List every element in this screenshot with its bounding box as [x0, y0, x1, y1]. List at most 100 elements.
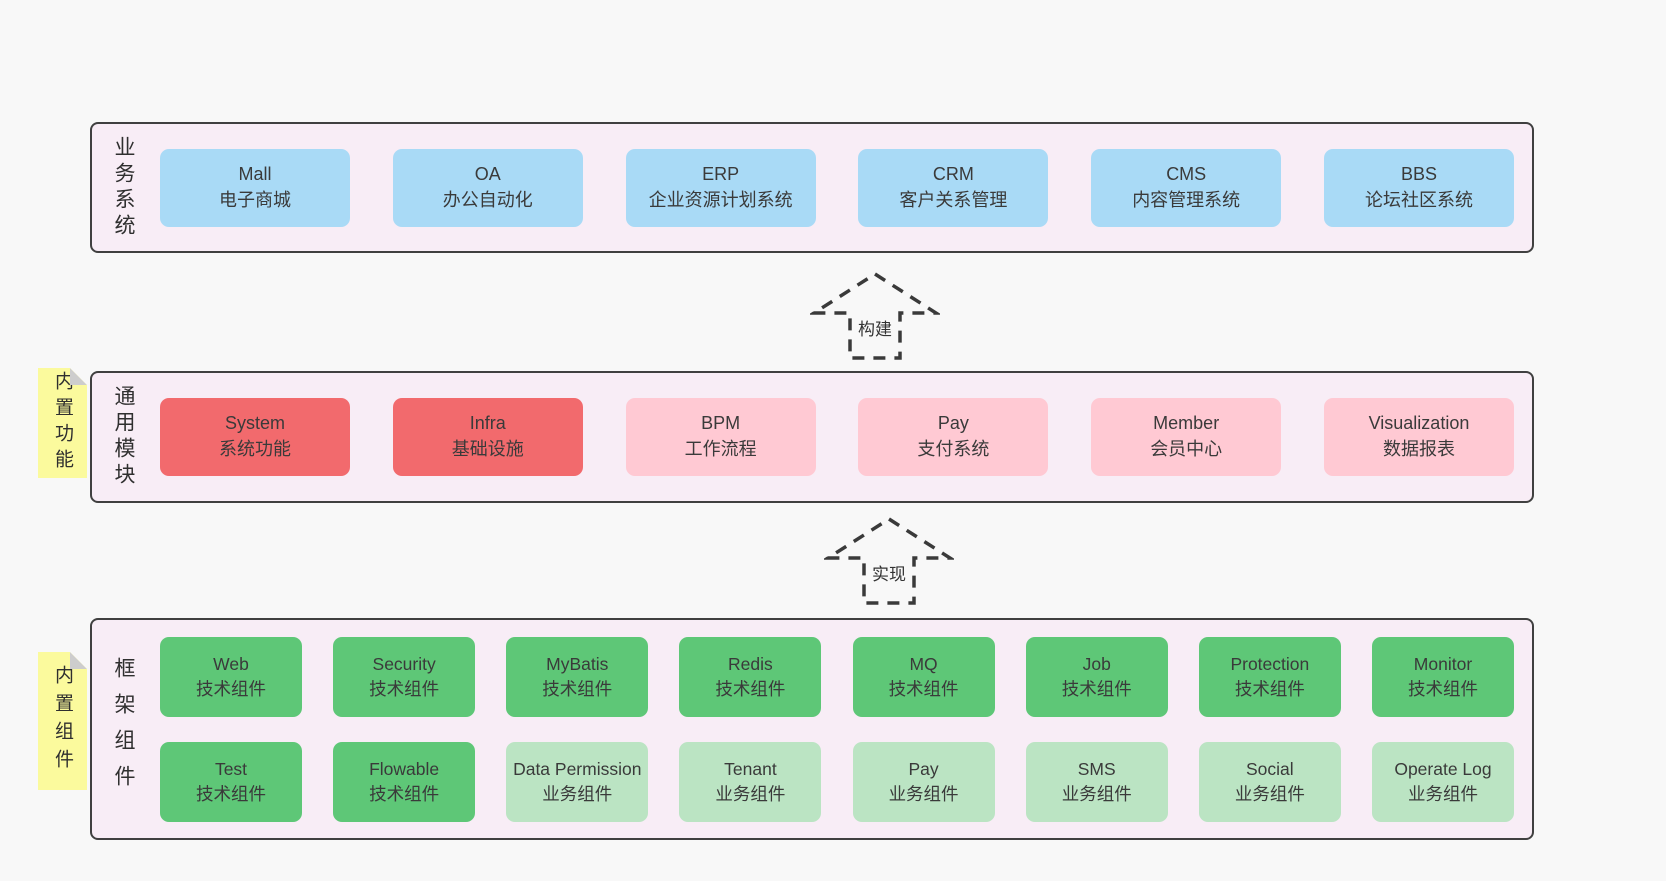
- sticky-note-framework-components: 内置组件: [38, 652, 87, 790]
- box-title: BBS: [1400, 163, 1437, 184]
- box-title: SMS: [1077, 758, 1116, 779]
- sticky-note-label: 内置功能: [52, 371, 73, 475]
- box-subtitle: 办公自动化: [442, 189, 533, 210]
- arrow-label: 构建: [858, 320, 892, 339]
- module-box-oa: OA 办公自动化: [392, 148, 583, 227]
- box-subtitle: 技术组件: [542, 678, 613, 699]
- module-box-erp: ERP 企业资源计划系统: [625, 148, 816, 227]
- module-box-test: Test 技术组件: [160, 741, 302, 822]
- box-subtitle: 业务组件: [542, 783, 613, 804]
- module-box-crm: CRM 客户关系管理: [858, 148, 1049, 227]
- box-title: OA: [474, 163, 501, 184]
- box-title: Tenant: [724, 758, 777, 779]
- box-title: CMS: [1166, 163, 1207, 184]
- module-box-cms: CMS 内容管理系统: [1091, 148, 1282, 227]
- sticky-note-common-modules: 内置功能: [38, 368, 87, 478]
- box-title: Protection: [1230, 653, 1310, 674]
- box-title: MyBatis: [546, 653, 609, 674]
- box-subtitle: 技术组件: [1061, 678, 1132, 699]
- box-subtitle: 系统功能: [219, 439, 291, 459]
- box-subtitle: 技术组件: [1407, 678, 1478, 699]
- box-subtitle: 论坛社区系统: [1364, 189, 1473, 210]
- box-subtitle: 基础设施: [451, 439, 524, 459]
- box-row: System 系统功能 Infra 基础设施 BPM 工作流程 Pay 支付系统 Member 会…: [160, 398, 1514, 476]
- box-title: Flowable: [369, 758, 440, 779]
- module-box-job: Job 技术组件: [1025, 636, 1168, 717]
- box-subtitle: 支付系统: [917, 439, 990, 459]
- box-subtitle: 技术组件: [369, 678, 440, 699]
- module-box-operate-log: Operate Log 业务组件: [1371, 741, 1514, 822]
- module-box-system: System 系统功能: [160, 398, 350, 476]
- folded-corner-icon: [70, 652, 87, 669]
- box-subtitle: 技术组件: [1234, 678, 1305, 699]
- module-box-mybatis: MyBatis 技术组件: [506, 636, 649, 717]
- box-title: Operate Log: [1394, 758, 1492, 779]
- box-subtitle: 会员中心: [1150, 439, 1223, 459]
- box-subtitle: 技术组件: [196, 678, 266, 699]
- box-title: Pay: [937, 413, 969, 434]
- arrow-label: 实现: [872, 565, 906, 584]
- box-subtitle: 技术组件: [196, 783, 266, 804]
- arrow-up-build-icon: 构建: [810, 271, 940, 361]
- module-box-protection: Protection 技术组件: [1198, 636, 1341, 717]
- box-title: Visualization: [1368, 413, 1470, 434]
- box-subtitle: 客户关系管理: [899, 189, 1008, 210]
- module-box-pay: Pay 支付系统: [858, 398, 1049, 476]
- module-box-bpm: BPM 工作流程: [625, 398, 816, 476]
- box-subtitle: 数据报表: [1382, 439, 1455, 459]
- band-common-modules: 通用模块 System 系统功能 Infra 基础设施 BPM 工作流程 Pay 支付系统 Mem…: [90, 371, 1534, 503]
- arrow-up-implement-icon: 实现: [824, 516, 954, 606]
- module-box-sms: SMS 业务组件: [1025, 741, 1168, 822]
- band-side-label-common-modules: 通用模块: [112, 385, 135, 489]
- module-box-monitor: Monitor 技术组件: [1371, 636, 1514, 717]
- box-title: Social: [1246, 758, 1294, 779]
- band-rows: Mall 电子商城 OA 办公自动化 ERP 企业资源计划系统 CRM 客户关系管理 CMS 内容…: [160, 148, 1532, 227]
- box-title: Data Permission: [513, 758, 642, 779]
- sticky-note-label: 内置组件: [52, 665, 73, 777]
- band-side-label-business-systems: 业务系统: [112, 135, 135, 240]
- box-subtitle: 工作流程: [684, 439, 757, 459]
- box-title: Member: [1153, 413, 1220, 434]
- module-box-infra: Infra 基础设施: [392, 398, 583, 476]
- box-subtitle: 技术组件: [888, 678, 959, 699]
- module-box-data-permission: Data Permission 业务组件: [506, 741, 649, 822]
- box-title: MQ: [909, 653, 938, 674]
- box-title: Infra: [469, 413, 506, 434]
- box-title: Job: [1082, 653, 1111, 674]
- module-box-bbs: BBS 论坛社区系统: [1323, 148, 1514, 227]
- band-rows: System 系统功能 Infra 基础设施 BPM 工作流程 Pay 支付系统 Member 会…: [160, 398, 1532, 476]
- box-title: Mall: [238, 163, 272, 184]
- box-subtitle: 业务组件: [1407, 783, 1478, 804]
- module-box-web: Web 技术组件: [160, 636, 302, 717]
- box-title: BPM: [701, 413, 741, 434]
- box-title: Test: [214, 758, 248, 779]
- module-box-mall: Mall 电子商城: [160, 148, 350, 227]
- module-box-redis: Redis 技术组件: [679, 636, 822, 717]
- box-subtitle: 内容管理系统: [1132, 189, 1241, 210]
- box-title: Web: [213, 653, 249, 674]
- box-title: Monitor: [1413, 653, 1473, 674]
- box-title: System: [224, 413, 285, 434]
- box-subtitle: 技术组件: [715, 678, 786, 699]
- module-box-member: Member 会员中心: [1091, 398, 1282, 476]
- box-row: Mall 电子商城 OA 办公自动化 ERP 企业资源计划系统 CRM 客户关系管理 CMS 内容…: [160, 148, 1514, 227]
- box-title: Redis: [728, 653, 773, 674]
- box-title: ERP: [702, 163, 740, 184]
- box-title: Pay: [908, 758, 939, 779]
- box-subtitle: 企业资源计划系统: [648, 189, 793, 210]
- box-subtitle: 业务组件: [1061, 783, 1132, 804]
- box-title: CRM: [932, 163, 974, 184]
- box-subtitle: 电子商城: [219, 189, 291, 210]
- band-side-label-framework-components: 框架组件: [112, 657, 135, 801]
